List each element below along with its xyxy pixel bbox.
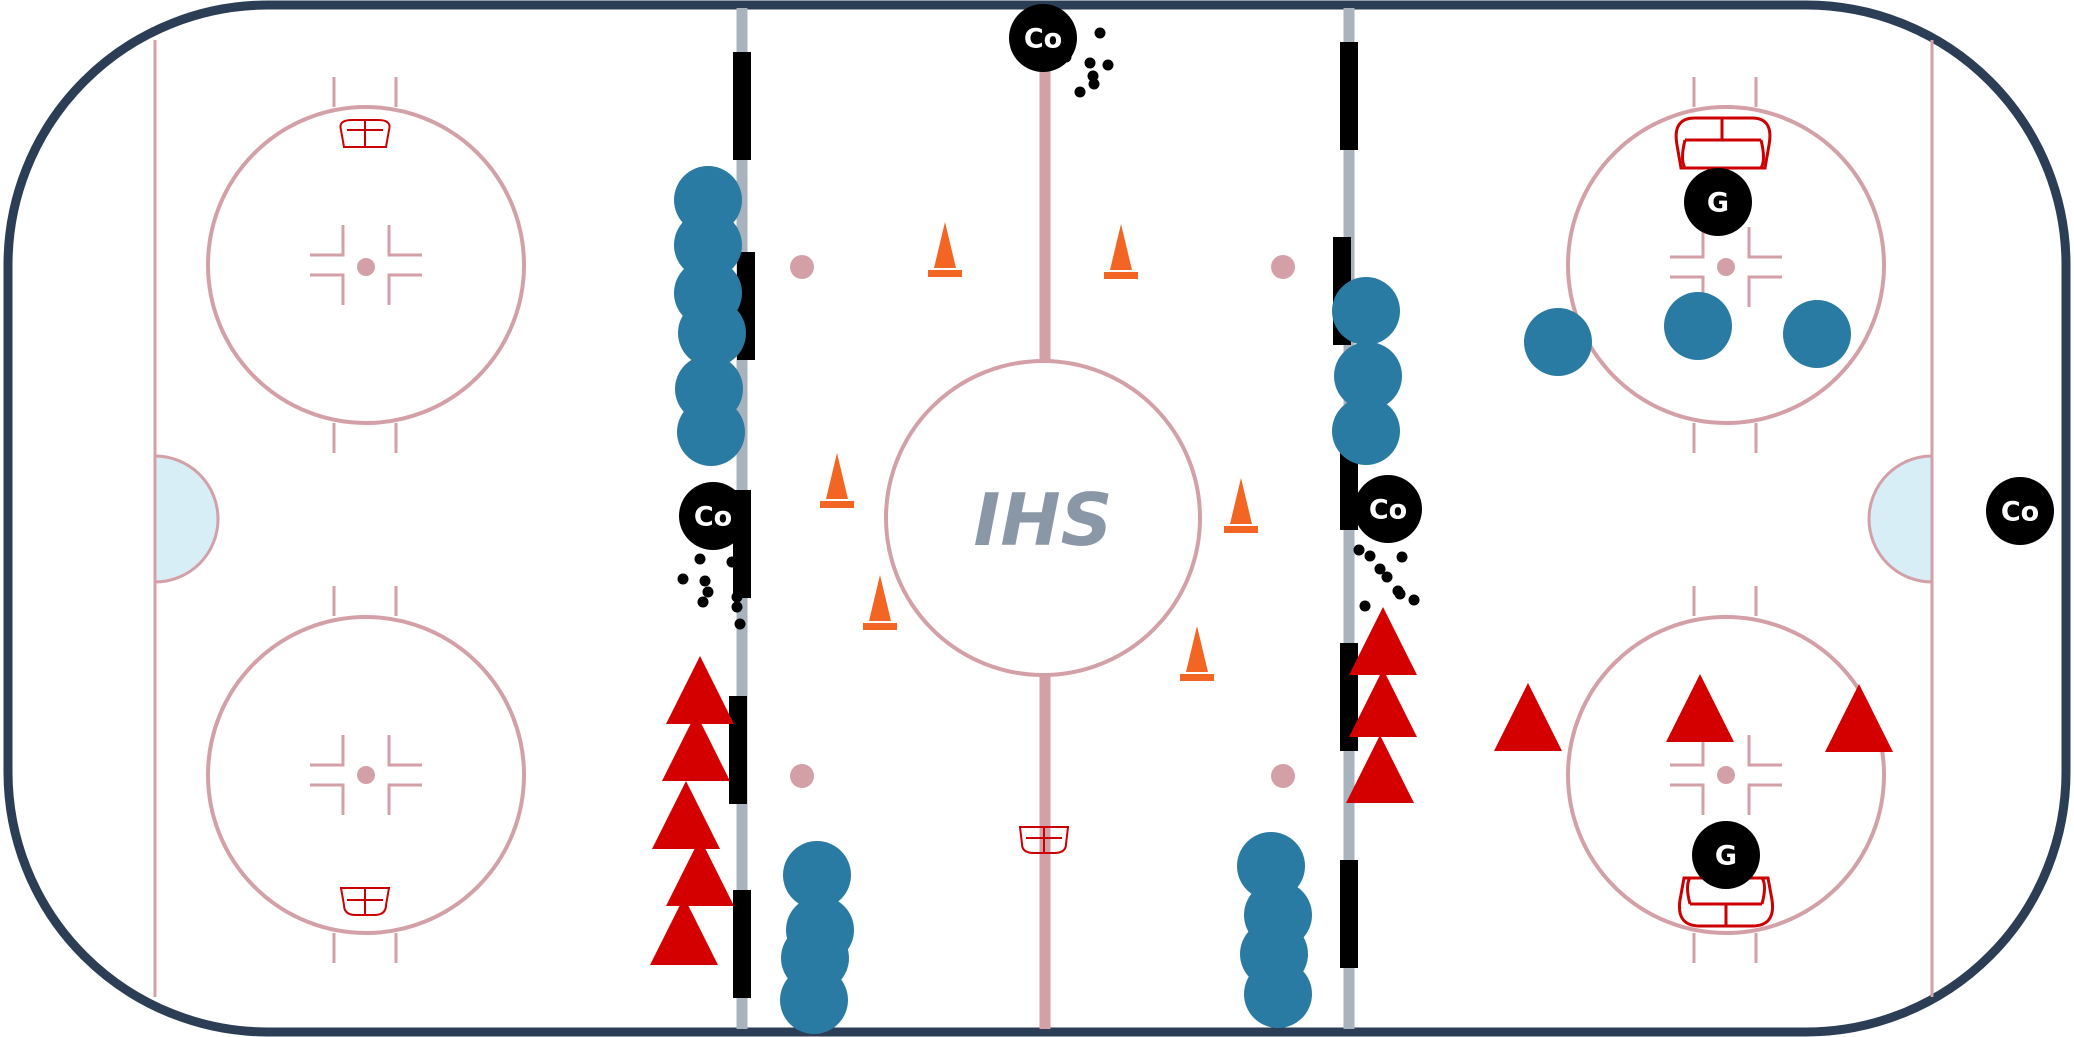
red-skater [1825,684,1893,752]
cone [928,222,962,277]
neutral-dot-top-left [790,255,814,279]
neutral-dot-bottom-right [1271,764,1295,788]
cone [1104,224,1138,279]
coach-right-end: Co [1986,477,2054,545]
coach-left-blue-line: Co [679,482,747,550]
blue-skaters [674,166,1851,1034]
red-skater [666,656,734,724]
left-goal-crease [153,454,220,584]
neutral-dot-bottom-left [790,764,814,788]
red-skater [652,781,720,849]
right-goal-crease [1867,454,1934,584]
red-skater [1666,674,1734,742]
goalie-top-right-net: G [1684,168,1752,236]
red-skater [650,897,718,965]
net-bottom-right [1677,876,1775,928]
blue-skater [1664,292,1732,360]
red-skater [662,713,730,781]
net-center-bottom [1018,826,1070,854]
cone [863,575,897,630]
blue-skater [1334,342,1402,410]
red-skater [1494,683,1562,751]
blue-skater [674,211,742,279]
svg-text:Co: Co [1024,24,1062,55]
blue-skater [1783,300,1851,368]
net-top-right [1674,116,1772,170]
pucks-top-center [1060,27,1114,98]
pucks-right-blue-line [1353,544,1420,612]
svg-text:G: G [1707,188,1729,219]
net-bottom-left [339,887,391,916]
net-top-left [339,119,391,148]
blue-skater [677,398,745,466]
cone [1180,626,1214,681]
red-skater [666,838,734,906]
faceoff-circle-top-left [206,77,526,453]
center-faceoff-circle [884,359,1202,677]
blue-skater [780,966,848,1034]
coach-right-blue-line: Co [1354,475,1422,543]
neutral-dot-top-right [1271,255,1295,279]
coach-top-center: Co [1009,4,1077,72]
red-skaters [650,607,1893,965]
svg-text:Co: Co [1369,495,1407,526]
cone [820,453,854,508]
red-skater [1346,735,1414,803]
goalie-bottom-right-net: G [1692,821,1760,889]
blue-skater [1332,397,1400,465]
faceoff-circle-bottom-left [206,586,526,963]
blue-skater [783,841,851,909]
faceoff-circle-top-right [1566,77,1886,453]
cones [820,222,1258,681]
cone [1224,478,1258,533]
blue-skater [1332,277,1400,345]
pucks-left-blue-line [677,553,746,630]
blue-skater [1524,308,1592,376]
red-skater [1349,607,1417,675]
center-ice-logo: IHS [974,478,1113,562]
blue-skater [1244,960,1312,1028]
svg-text:Co: Co [2001,497,2039,528]
svg-text:G: G [1715,841,1737,872]
blue-skater [678,299,746,367]
faceoff-circle-bottom-right [1566,586,1886,963]
svg-text:Co: Co [694,502,732,533]
red-skater [1349,669,1417,737]
